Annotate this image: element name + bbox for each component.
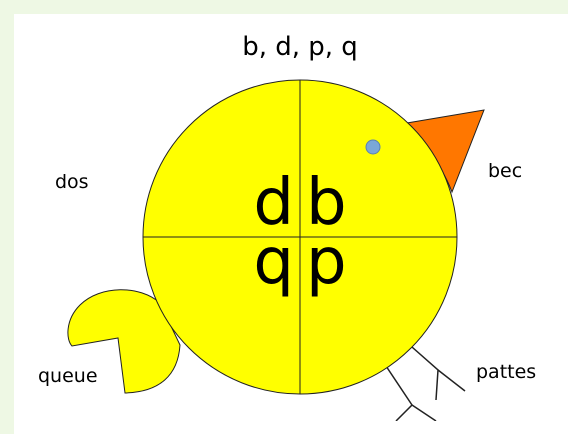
letter-bottom-left: q	[253, 225, 294, 299]
eye-dot	[365, 139, 381, 155]
chick-diagram: b, d, p, q dos bec queue pattes d b q p	[14, 14, 568, 434]
chick-drawing: b, d, p, q dos bec queue pattes d b q p	[38, 32, 536, 421]
letter-top-right: b	[306, 166, 347, 240]
label-legs: pattes	[476, 361, 536, 383]
letter-top-left: d	[253, 166, 294, 240]
label-back: dos	[55, 171, 89, 193]
label-beak: bec	[488, 160, 522, 182]
letter-bottom-right: p	[306, 225, 347, 299]
page-title: b, d, p, q	[242, 32, 358, 62]
legs-shape	[381, 339, 466, 421]
tail-shape	[67, 289, 181, 394]
label-tail: queue	[38, 365, 98, 387]
